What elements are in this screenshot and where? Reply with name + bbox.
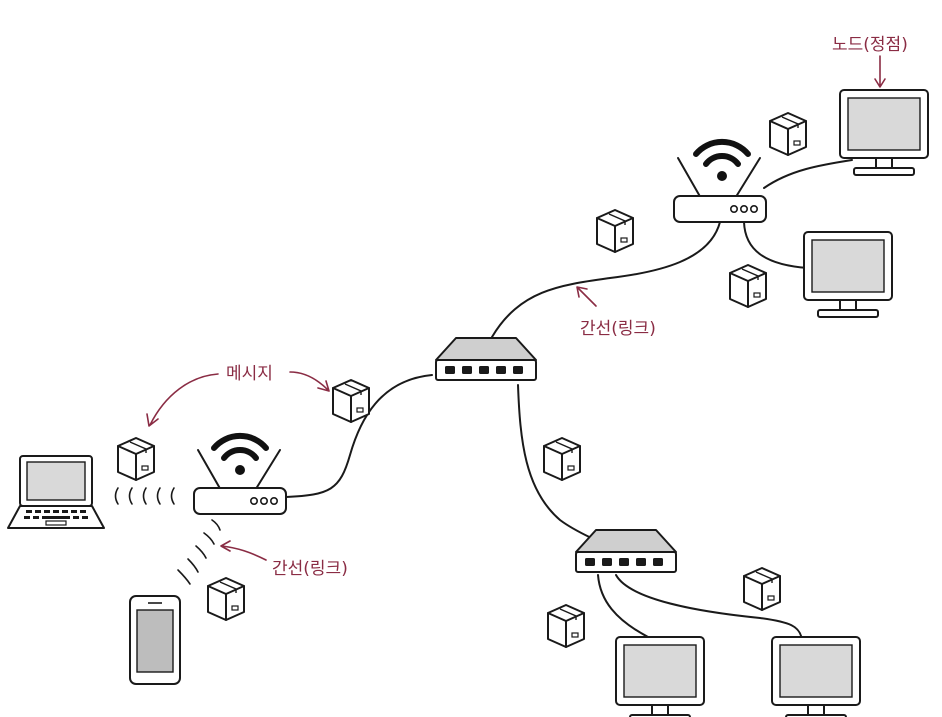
wifi-icon <box>214 436 266 475</box>
node-label: 노드(정점) <box>832 35 908 55</box>
monitor-icon <box>839 89 929 176</box>
message-arrow-right <box>289 371 330 392</box>
monitor-icon <box>615 636 705 717</box>
link-switch-bottom-to-monitor-right <box>615 574 803 641</box>
package-icon <box>596 209 634 253</box>
links <box>285 159 853 641</box>
package-icon <box>547 604 585 648</box>
message-label: 메시지 <box>226 364 273 384</box>
package-icon <box>729 264 767 308</box>
node-arrow <box>874 55 886 88</box>
package-icon <box>743 567 781 611</box>
link-switch-bottom-to-monitor-left <box>597 574 651 639</box>
package-icon <box>207 577 245 621</box>
edge-arrow-bottom <box>220 540 267 561</box>
phone-icon <box>129 595 181 685</box>
package-icon <box>543 437 581 481</box>
monitor-icon <box>771 636 861 717</box>
router-icon <box>673 157 767 223</box>
laptop-icon <box>7 455 105 529</box>
edge-label-top: 간선(링크) <box>580 319 656 339</box>
package-icon <box>117 437 155 481</box>
link-router-right-to-monitor-top <box>763 159 853 189</box>
message-arrow-left <box>146 373 219 427</box>
link-switch-center-to-router-right <box>491 221 721 338</box>
wifi-icon <box>696 142 748 181</box>
monitor-icon <box>803 231 893 318</box>
switch-icon <box>575 529 677 573</box>
wireless-waves-phone <box>177 519 221 585</box>
edge-arrow-top <box>576 286 597 307</box>
link-router-left-to-switch-center <box>285 374 433 498</box>
package-icon <box>332 379 370 423</box>
wireless-waves-laptop <box>114 487 175 505</box>
link-router-right-to-monitor-mid <box>743 221 809 269</box>
package-icon <box>769 112 807 156</box>
router-icon <box>193 449 287 515</box>
edge-label-bottom: 간선(링크) <box>272 559 348 579</box>
switch-icon <box>435 337 537 381</box>
